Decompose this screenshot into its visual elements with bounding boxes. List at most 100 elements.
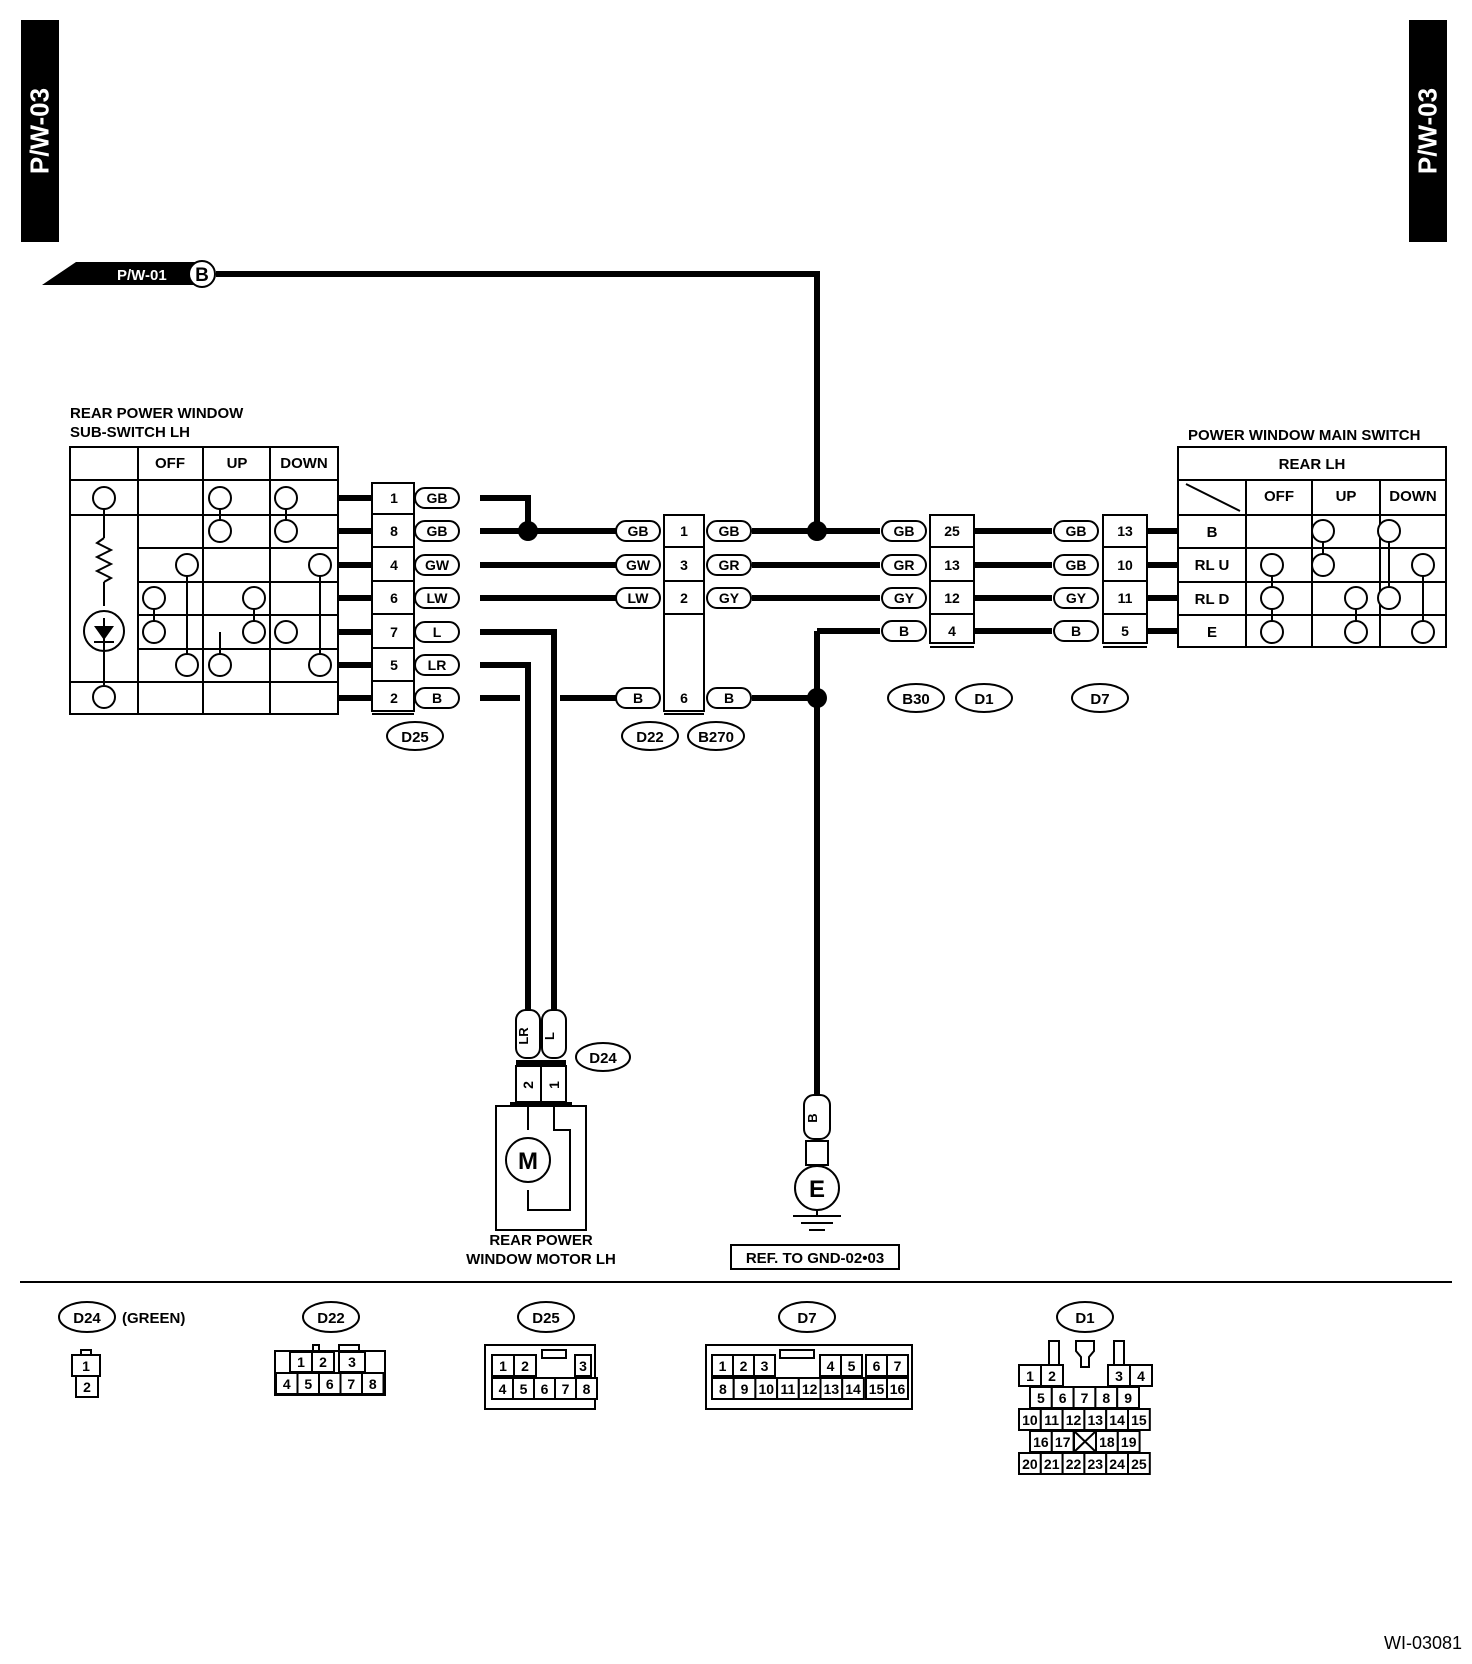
connector-d7-name: D7 <box>1090 691 1109 708</box>
d22-wire-left-tag <box>615 687 661 709</box>
connector-d24: LR L 2 1 D24 <box>510 1009 631 1106</box>
view-d7-pin-cell <box>886 1354 909 1377</box>
d22-wire-left-tag <box>615 520 661 542</box>
view-d7-pin-cell <box>840 1354 863 1377</box>
view-d22-pin: 4 <box>283 1376 291 1392</box>
d22-wire-left: LW <box>628 590 650 606</box>
d22-pin: 6 <box>680 690 688 706</box>
d25-wire-tag <box>414 520 460 542</box>
view-d25-pin: 4 <box>499 1381 507 1397</box>
view-d25-pin-cell <box>513 1354 537 1377</box>
d22-wire-left-tag <box>615 554 661 576</box>
view-d1-pin: 1 <box>1026 1368 1034 1384</box>
d25-wire: LW <box>427 590 449 606</box>
view-d1-pin: 3 <box>1115 1368 1123 1384</box>
connector-b270-name: B270 <box>698 729 734 746</box>
main-switch-row-e: E <box>1207 624 1217 641</box>
d22-wire-right: B <box>724 690 734 706</box>
d25-pin: 8 <box>390 523 398 539</box>
view-d1-pin: 18 <box>1099 1434 1115 1450</box>
d25-wire: GW <box>425 557 450 573</box>
d24-wire-l: L <box>542 1032 557 1040</box>
page-tab-left: P/W-03 <box>21 20 59 242</box>
d25-wire: L <box>433 624 442 640</box>
view-d25-pin: 1 <box>499 1358 507 1374</box>
view-d1-pin: 24 <box>1109 1456 1125 1472</box>
view-d25-pin: 7 <box>562 1381 570 1397</box>
d25-pin: 1 <box>390 490 398 506</box>
b30-wire-tag <box>881 554 927 576</box>
view-d7-pin: 16 <box>890 1381 906 1397</box>
b30-pin: 4 <box>948 623 956 639</box>
page-tab-right: P/W-03 <box>1409 20 1447 242</box>
d7-wire-tag <box>1053 554 1099 576</box>
b30-wire-tag <box>881 587 927 609</box>
view-d25-pin: 3 <box>579 1358 587 1374</box>
d22-wire-right: GR <box>719 557 740 573</box>
view-d25-pin: 8 <box>583 1381 591 1397</box>
main-switch-row-rlu: RL U <box>1195 557 1230 574</box>
b30-wire: B <box>899 623 909 639</box>
d25-wire-tag <box>414 554 460 576</box>
main-switch-title: POWER WINDOW MAIN SWITCH <box>1188 427 1420 444</box>
d7-wire: GB <box>1066 523 1087 539</box>
view-d1-pin: 21 <box>1044 1456 1060 1472</box>
ground-ref: REF. TO GND-02•03 <box>746 1250 884 1267</box>
main-switch-header: REAR LH <box>1279 456 1346 473</box>
d25-wire: GB <box>427 523 448 539</box>
view-d24-note: (GREEN) <box>122 1310 185 1327</box>
view-d25-name: D25 <box>532 1310 560 1327</box>
d25-pin: 7 <box>390 624 398 640</box>
view-d22-pin: 2 <box>319 1354 327 1370</box>
view-d24-pin: 1 <box>82 1358 90 1374</box>
main-switch-row-b: B <box>1207 524 1218 541</box>
view-d7-pin-cell <box>841 1377 865 1400</box>
view-d1-pin: 22 <box>1066 1456 1082 1472</box>
motor-label-2: WINDOW MOTOR LH <box>466 1251 616 1268</box>
view-d1-pin: 15 <box>1131 1412 1147 1428</box>
view-d22-pin: 5 <box>304 1376 312 1392</box>
b30-wire: GB <box>894 523 915 539</box>
connector-d24-name: D24 <box>589 1050 617 1067</box>
d22-wire-left-tag <box>615 587 661 609</box>
d25-wire-tag <box>414 487 460 509</box>
view-d22-pin-cell <box>361 1372 385 1395</box>
d22-wire-right: GB <box>719 523 740 539</box>
b30-pin: 25 <box>944 523 960 539</box>
d7-pin: 13 <box>1117 523 1133 539</box>
view-d7-pin: 5 <box>848 1358 856 1374</box>
view-d7-pin: 3 <box>761 1358 769 1374</box>
d25-wire-tag <box>414 687 460 709</box>
view-d1-pin: 14 <box>1109 1412 1125 1428</box>
view-d1-pin: 17 <box>1055 1434 1071 1450</box>
sub-switch-title-2: SUB-SWITCH LH <box>70 424 190 441</box>
sub-switch-title-1: REAR POWER WINDOW <box>70 405 244 422</box>
d7-wire-tag <box>1053 520 1099 542</box>
offpage-connector: P/W-01 B <box>42 260 216 288</box>
view-d7-pin: 11 <box>781 1381 796 1397</box>
view-d1-pin-cell <box>1129 1364 1153 1387</box>
view-d1-name: D1 <box>1075 1310 1094 1327</box>
view-d25-pin: 6 <box>541 1381 549 1397</box>
view-d7-pin: 7 <box>894 1358 902 1374</box>
view-d7-pin: 1 <box>719 1358 727 1374</box>
d24-pin-2: 2 <box>520 1081 536 1089</box>
main-switch-col-down: DOWN <box>1389 488 1437 505</box>
ground-symbol: E <box>809 1176 825 1203</box>
d7-pin: 5 <box>1121 623 1129 639</box>
d25-pin: 6 <box>390 590 398 606</box>
d25-wire-tag <box>414 621 460 643</box>
offpage-ref: B <box>195 265 209 286</box>
view-d7-pin: 4 <box>827 1358 835 1374</box>
view-d1-pin: 16 <box>1033 1434 1049 1450</box>
view-d1-pin: 2 <box>1048 1368 1056 1384</box>
b30-wire-tag <box>881 620 927 642</box>
view-d1-pin: 20 <box>1022 1456 1038 1472</box>
d22-wire-right: GY <box>719 590 740 606</box>
ground-wire: B <box>805 1113 820 1122</box>
b30-wire: GR <box>894 557 915 573</box>
view-d24-pin: 2 <box>83 1379 91 1395</box>
